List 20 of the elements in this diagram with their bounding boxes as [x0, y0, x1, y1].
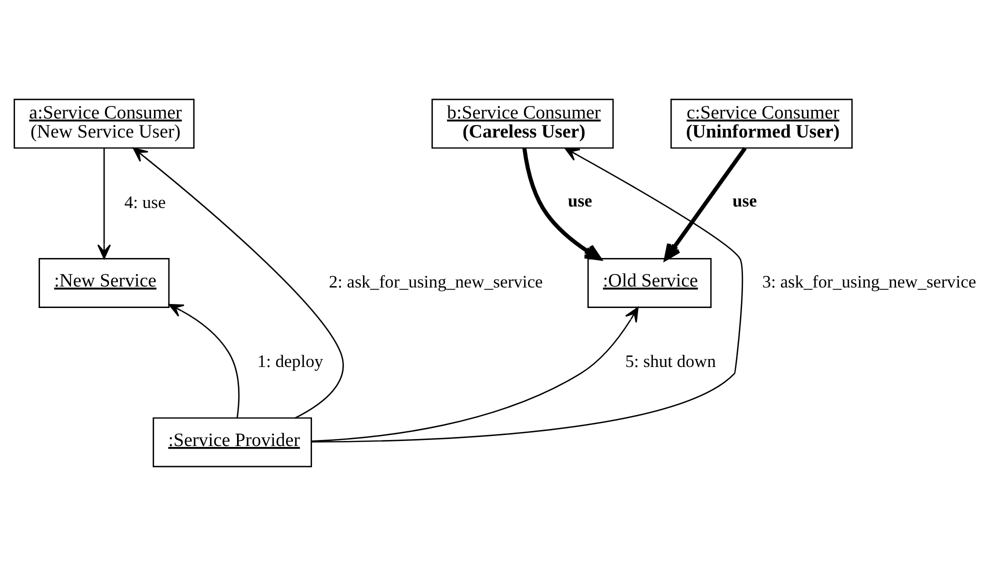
node-box: c:Service Consumer (Uninformed User) — [670, 98, 853, 149]
edge-label: 3: ask_for_using_new_service — [762, 272, 976, 292]
arrow — [168, 304, 240, 418]
node-box: a:Service Consumer (New Service User) — [14, 98, 195, 149]
edge-label: 1: deploy — [257, 351, 324, 372]
edge-label: 2: ask_for_using_new_service — [328, 272, 543, 292]
edge-label: use — [568, 190, 592, 211]
node-box: :Service Provider — [152, 417, 312, 468]
arrow — [312, 148, 743, 443]
arrow — [132, 147, 344, 419]
arrow — [664, 146, 747, 260]
node-box: b:Service Consumer (Careless User) — [432, 98, 614, 149]
edge-label: 5: shut down — [625, 351, 716, 372]
edge-label: use — [732, 190, 757, 211]
edge-label: 4: use — [124, 192, 166, 212]
node-box: :Old Service — [587, 258, 712, 308]
arrow — [522, 148, 602, 260]
node-box: :New Service — [38, 258, 170, 308]
arrow — [97, 148, 111, 260]
arrow — [311, 306, 639, 442]
